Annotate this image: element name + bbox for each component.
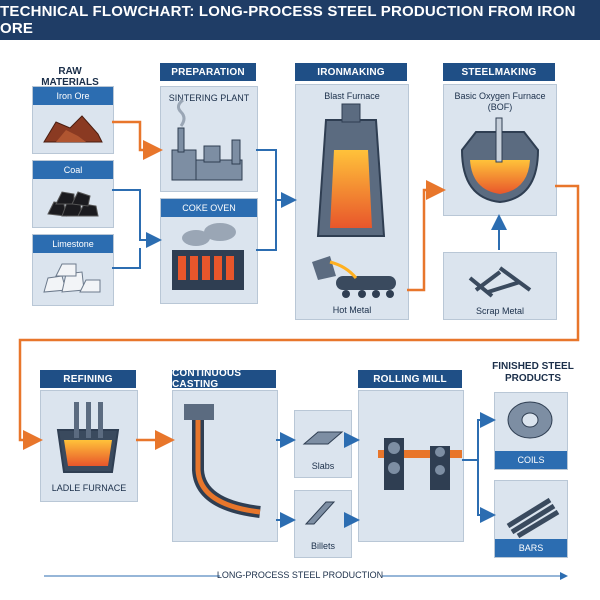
arrow-bof-to-refining [18,184,580,450]
iron-ore-icon [43,115,103,143]
billet-icon [304,501,336,525]
scrap-metal-icon [468,266,532,298]
finished-products-header: Finished Steel Products [492,361,574,384]
iron-ore-box: Iron Ore [32,86,114,154]
hot-metal-label: Hot Metal [296,301,408,319]
coils-label: Coils [495,451,567,469]
rolling-mill-header: Rolling Mill [358,370,462,388]
rolling-mill-icon [378,438,462,490]
blast-furnace-icon [316,103,386,237]
sintering-plant-icon [171,127,243,181]
refining-header: Refining [40,370,136,388]
arrow-coal-to-coke [112,189,162,248]
footer-caption: Long-Process Steel Production [216,570,384,580]
ironmaking-header: Ironmaking [295,63,407,81]
bars-icon [506,497,560,539]
coal-label: Coal [33,161,113,179]
limestone-label: Limestone [33,235,113,253]
limestone-icon [43,263,101,293]
page-title: Technical Flowchart: Long-Process Steel … [0,0,600,40]
arrow-limestone [112,248,141,269]
refining-panel: Ladle Furnace [40,390,138,502]
ladle-furnace-icon [56,402,120,473]
steelmaking-header: Steelmaking [443,63,555,81]
torpedo-car-icon [312,256,396,298]
slab-icon [302,431,344,445]
raw-materials-header: Raw Materials [41,66,99,88]
coal-icon [47,191,99,217]
bof-converter-icon [460,117,540,204]
coil-icon [507,401,553,439]
preparation-header: Preparation [160,63,256,81]
arrow-mill-to-bars [477,460,496,523]
scrap-metal-label: Scrap Metal [475,306,525,316]
coke-oven-label: Coke Oven [161,199,257,217]
continuous-caster-icon [184,404,261,518]
arrow-mill-to-coils [462,412,496,461]
coal-box: Coal [32,160,114,228]
continuous-casting-header: Continuous Casting [172,368,276,390]
arrow-coke-to-furnace [256,200,277,251]
bof-label: Basic Oxygen Furnace (BOF) [454,91,546,112]
arrow-ore-to-sinter [112,120,163,160]
arrow-sinter-to-furnace [256,149,297,208]
bars-label: Bars [495,539,567,557]
sintering-plant-label: Sintering Plant [168,93,250,103]
billets-label: Billets [310,541,335,551]
coke-oven-icon [172,223,244,290]
scrap-metal-panel: Scrap Metal [443,252,557,320]
ladle-furnace-label: Ladle Furnace [51,483,127,493]
page-title-text: Technical Flowchart: Long-Process Steel … [0,3,576,37]
limestone-box: Limestone [32,234,114,306]
sinter-smoke-icon [176,98,186,127]
slabs-label: Slabs [311,461,335,471]
arrow-hotmetal-to-bof [407,180,446,292]
blast-furnace-label: Blast Furnace [324,91,380,101]
iron-ore-label: Iron Ore [33,87,113,105]
